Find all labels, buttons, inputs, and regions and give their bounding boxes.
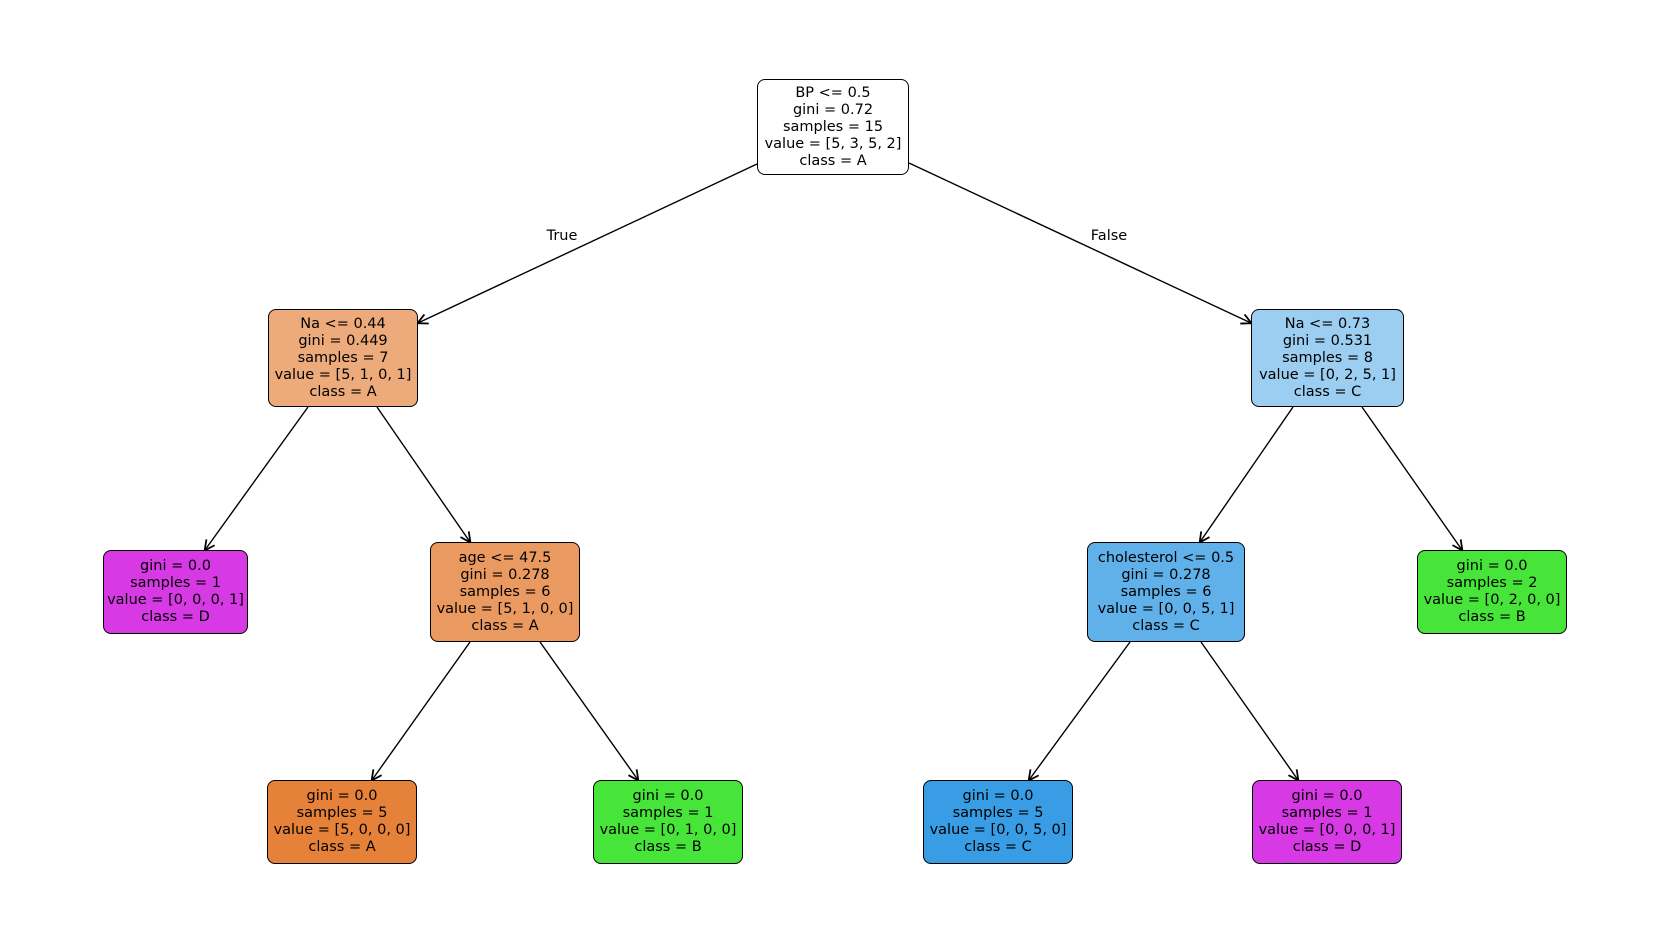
class-label: class = A [308, 839, 376, 855]
samples-count: samples = 5 [296, 805, 388, 821]
samples-count: samples = 1 [622, 805, 714, 821]
gini-value: gini = 0.278 [1121, 566, 1211, 583]
samples-count: samples = 1 [1281, 805, 1373, 821]
tree-node-na-le-073: Na <= 0.73 gini = 0.531 samples = 8 valu… [1251, 309, 1404, 407]
tree-node-na-le-044: Na <= 0.44 gini = 0.449 samples = 7 valu… [268, 309, 418, 407]
edge-na044-to-age [376, 406, 470, 542]
edge-na073-to-cholesterol [1200, 406, 1294, 542]
class-label: class = C [1132, 617, 1200, 634]
samples-count: samples = 1 [130, 575, 221, 591]
gini-value: gini = 0.0 [306, 788, 378, 804]
split-condition: Na <= 0.73 [1284, 315, 1371, 332]
samples-count: samples = 15 [782, 118, 884, 135]
value-distribution: value = [0, 2, 5, 1] [1259, 366, 1396, 383]
value-distribution: value = [0, 0, 5, 1] [1097, 600, 1235, 617]
tree-leaf-class-c: gini = 0.0 samples = 5 value = [0, 0, 5,… [923, 780, 1073, 864]
edge-cholesterol-to-leaf-c [1029, 641, 1131, 780]
edge-root-to-na073 [908, 162, 1251, 323]
class-label: class = A [471, 617, 539, 634]
class-label: class = B [1458, 609, 1526, 625]
value-distribution: value = [5, 0, 0, 0] [273, 822, 411, 838]
samples-count: samples = 8 [1282, 349, 1373, 366]
class-label: class = C [964, 839, 1032, 855]
edge-age-to-leaf-b1 [539, 641, 638, 780]
gini-value: gini = 0.531 [1282, 332, 1373, 349]
value-distribution: value = [0, 0, 0, 1] [1258, 822, 1396, 838]
value-distribution: value = [5, 1, 0, 0] [436, 600, 574, 617]
split-condition: age <= 47.5 [458, 549, 552, 566]
split-condition: cholesterol <= 0.5 [1097, 549, 1235, 566]
gini-value: gini = 0.449 [298, 332, 388, 349]
class-label: class = B [634, 839, 702, 855]
value-distribution: value = [5, 3, 5, 2] [764, 135, 902, 152]
edge-age-to-leaf-a [372, 641, 471, 780]
gini-value: gini = 0.0 [1291, 788, 1363, 804]
edge-cholesterol-to-leaf-d2 [1200, 641, 1298, 780]
class-label: class = C [1293, 383, 1362, 400]
samples-count: samples = 2 [1446, 575, 1538, 591]
gini-value: gini = 0.0 [140, 558, 211, 574]
edge-label-true: True [546, 228, 578, 244]
class-label: class = A [799, 152, 867, 169]
samples-count: samples = 7 [297, 349, 389, 366]
gini-value: gini = 0.0 [1456, 558, 1528, 574]
value-distribution: value = [5, 1, 0, 1] [274, 366, 412, 383]
value-distribution: value = [0, 0, 5, 0] [929, 822, 1067, 838]
tree-leaf-class-a: gini = 0.0 samples = 5 value = [5, 0, 0,… [267, 780, 417, 864]
samples-count: samples = 6 [1120, 583, 1212, 600]
tree-node-age-le-475: age <= 47.5 gini = 0.278 samples = 6 val… [430, 542, 580, 642]
split-condition: Na <= 0.44 [300, 315, 386, 332]
value-distribution: value = [0, 2, 0, 0] [1423, 592, 1561, 608]
edge-label-false: False [1090, 228, 1128, 244]
tree-leaf-class-b-1: gini = 0.0 samples = 1 value = [0, 1, 0,… [593, 780, 743, 864]
tree-node-cholesterol-le-05: cholesterol <= 0.5 gini = 0.278 samples … [1087, 542, 1245, 642]
edge-na073-to-leaf-b2 [1361, 406, 1462, 550]
samples-count: samples = 5 [952, 805, 1044, 821]
gini-value: gini = 0.0 [962, 788, 1034, 804]
gini-value: gini = 0.0 [632, 788, 704, 804]
gini-value: gini = 0.278 [460, 566, 550, 583]
tree-leaf-class-b-2: gini = 0.0 samples = 2 value = [0, 2, 0,… [1417, 550, 1567, 634]
split-condition: BP <= 0.5 [795, 84, 871, 101]
edge-na044-to-leaf-d1 [205, 406, 309, 550]
class-label: class = D [141, 609, 210, 625]
tree-leaf-class-d-2: gini = 0.0 samples = 1 value = [0, 0, 0,… [1252, 780, 1402, 864]
gini-value: gini = 0.72 [792, 101, 874, 118]
value-distribution: value = [0, 0, 0, 1] [107, 592, 244, 608]
edge-root-to-na044 [418, 163, 758, 323]
class-label: class = A [309, 383, 377, 400]
class-label: class = D [1292, 839, 1362, 855]
samples-count: samples = 6 [459, 583, 551, 600]
value-distribution: value = [0, 1, 0, 0] [599, 822, 737, 838]
tree-leaf-class-d-1: gini = 0.0 samples = 1 value = [0, 0, 0,… [103, 550, 248, 634]
tree-node-root: BP <= 0.5 gini = 0.72 samples = 15 value… [757, 79, 909, 175]
